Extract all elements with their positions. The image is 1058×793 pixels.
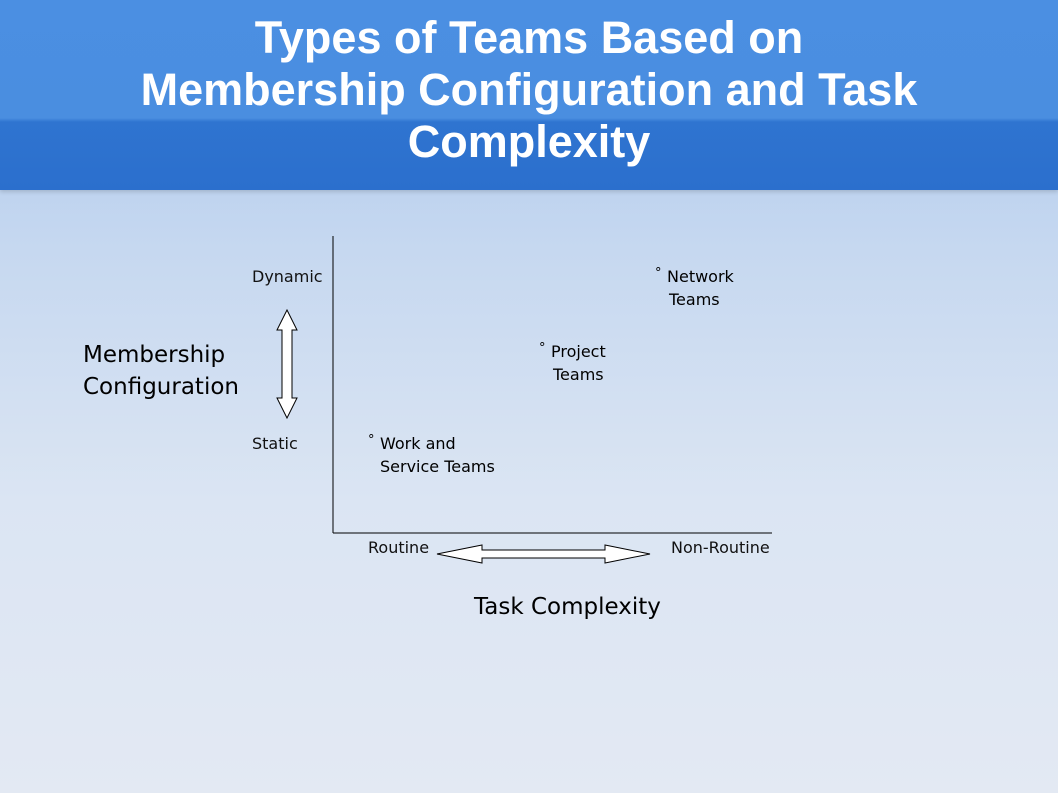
team-label-line: Teams — [553, 365, 604, 384]
team-label-line: Network — [667, 267, 734, 286]
title-line-3: Complexity — [407, 116, 651, 167]
x-axis-title: Task Complexity — [474, 594, 661, 620]
title-line-2: Membership Configuration and Task — [140, 64, 918, 115]
team-label-line: Work and — [380, 434, 456, 453]
team-work-and-service: ° Work and Service Teams — [368, 432, 495, 478]
horizontal-double-arrow-icon — [436, 544, 651, 564]
title-line-1: Types of Teams Based on — [254, 12, 804, 63]
y-axis-title-line-2: Configuration — [83, 374, 239, 400]
team-label-line: Project — [551, 342, 606, 361]
bullet-icon: ° — [655, 266, 662, 281]
y-axis-title-line-1: Membership — [83, 342, 226, 368]
bullet-icon: ° — [368, 433, 375, 448]
team-project: ° Project Teams — [539, 340, 606, 386]
y-axis-bottom-label: Static — [252, 434, 298, 453]
y-axis-title: Membership Configuration — [83, 339, 239, 403]
team-label-line: Teams — [669, 290, 720, 309]
team-network: ° Network Teams — [655, 265, 734, 311]
vertical-double-arrow-icon — [276, 308, 298, 420]
y-axis-top-label: Dynamic — [252, 267, 323, 286]
x-axis-right-label: Non-Routine — [671, 538, 770, 557]
slide-title: Types of Teams Based on Membership Confi… — [0, 12, 1058, 168]
slide-header: Types of Teams Based on Membership Confi… — [0, 0, 1058, 190]
x-axis-left-label: Routine — [368, 538, 430, 557]
bullet-icon: ° — [539, 341, 546, 356]
team-label-line: Service Teams — [380, 457, 495, 476]
